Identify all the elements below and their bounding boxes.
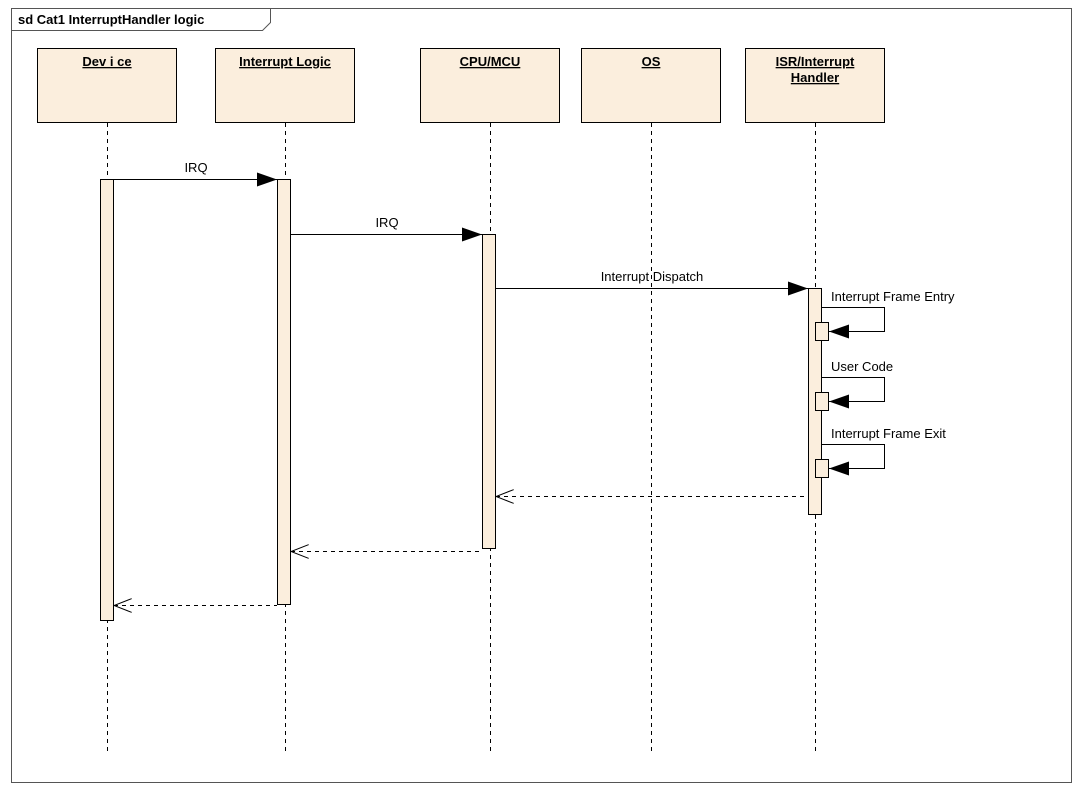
lifeline-label-isr-handler-line2: Handler [791, 70, 839, 85]
message-label-frame-entry: Interrupt Frame Entry [831, 289, 955, 304]
message-label-user-code: User Code [831, 359, 893, 374]
lifeline-isr-handler: ISR/Interrupt Handler [745, 48, 885, 123]
lifeline-device: Dev i ce [37, 48, 177, 123]
lifeline-label-interrupt-logic: Interrupt Logic [239, 54, 331, 69]
frame-title-tab [11, 8, 271, 31]
lifeline-interrupt-logic: Interrupt Logic [215, 48, 355, 123]
lifeline-label-isr-handler: ISR/Interrupt [776, 54, 855, 69]
message-label-interrupt-dispatch: Interrupt Dispatch [601, 269, 704, 284]
message-label-irq-2: IRQ [375, 215, 398, 230]
activation-isr-frame-exit [815, 459, 829, 478]
message-label-frame-exit: Interrupt Frame Exit [831, 426, 946, 441]
self-message-user-code [822, 377, 885, 409]
self-message-frame-exit [822, 444, 885, 476]
self-message-frame-entry [822, 307, 885, 339]
lifeline-os: OS [581, 48, 721, 123]
activation-device [100, 179, 114, 621]
diagram-frame [11, 8, 1072, 783]
frame-title: sd Cat1 InterruptHandler logic [18, 12, 204, 27]
lifeline-head-isr-handler [745, 48, 885, 123]
activation-cpu-mcu [482, 234, 496, 549]
lifeline-head-cpu-mcu [420, 48, 560, 123]
lifeline-head-interrupt-logic [215, 48, 355, 123]
activation-interrupt-logic [277, 179, 291, 605]
lifeline-cpu-mcu: CPU/MCU [420, 48, 560, 123]
lifeline-label-os: OS [642, 54, 661, 69]
lifeline-head-device [37, 48, 177, 123]
lifeline-label-cpu-mcu: CPU/MCU [460, 54, 521, 69]
lifeline-label-device: Dev i ce [82, 54, 131, 69]
activation-isr-frame-entry [815, 322, 829, 341]
activation-isr-user-code [815, 392, 829, 411]
message-label-irq-1: IRQ [184, 160, 207, 175]
lifeline-head-os [581, 48, 721, 123]
